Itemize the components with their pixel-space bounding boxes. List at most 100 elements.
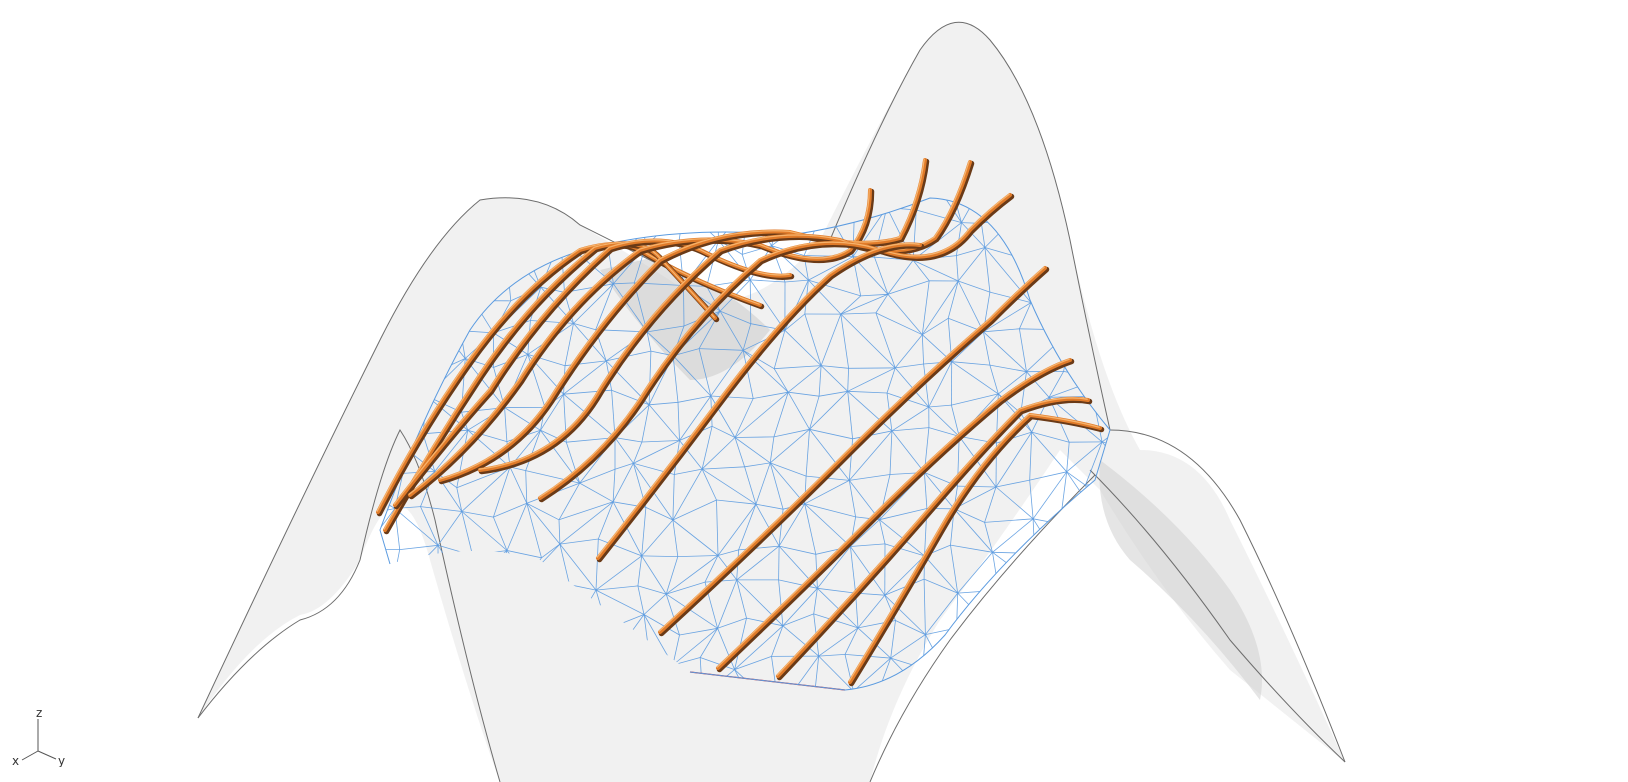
mesh-edge bbox=[380, 490, 396, 509]
mesh-edge bbox=[804, 503, 851, 547]
mesh-edge bbox=[1055, 554, 1072, 580]
mesh-edge bbox=[1049, 627, 1102, 635]
mesh-edge bbox=[983, 583, 1036, 621]
mesh-edge bbox=[734, 391, 789, 438]
mesh-edge bbox=[890, 620, 896, 659]
mesh-edge bbox=[699, 628, 718, 658]
mesh-edge bbox=[643, 593, 667, 615]
mesh-edge bbox=[809, 391, 848, 430]
mesh-edge bbox=[493, 466, 511, 518]
mesh-edge bbox=[672, 519, 679, 557]
mesh-edge bbox=[840, 293, 889, 315]
mesh-edge bbox=[742, 350, 754, 399]
mesh-edge bbox=[773, 428, 810, 438]
mesh-edge bbox=[958, 280, 991, 293]
mesh-edge bbox=[884, 594, 926, 635]
mesh-edge bbox=[1055, 554, 1087, 587]
mesh-edge bbox=[817, 546, 851, 589]
mesh-edge bbox=[701, 468, 757, 505]
mesh-edge bbox=[672, 348, 700, 357]
mesh-edge bbox=[983, 619, 1036, 654]
mesh-edge bbox=[363, 662, 368, 705]
mesh-edge bbox=[778, 579, 784, 626]
mesh-edge bbox=[1066, 471, 1086, 486]
mesh-edge bbox=[922, 668, 928, 690]
mesh-edge bbox=[717, 628, 735, 670]
mesh-edge bbox=[875, 312, 896, 369]
mesh-edge bbox=[464, 358, 505, 408]
mesh-edge bbox=[984, 518, 1034, 523]
rod-highlight bbox=[383, 241, 715, 530]
mesh-edge bbox=[753, 391, 789, 399]
mesh-edge bbox=[782, 613, 814, 627]
mesh-edge bbox=[891, 430, 925, 473]
mesh-edge bbox=[813, 656, 820, 690]
mesh-edge bbox=[983, 302, 1032, 333]
mesh-edge bbox=[1105, 662, 1110, 665]
mesh-edge bbox=[506, 550, 542, 559]
mesh-edge bbox=[773, 368, 789, 393]
mesh-edge bbox=[1105, 217, 1110, 253]
mesh-edge bbox=[1048, 396, 1103, 443]
mesh-edge bbox=[771, 625, 784, 657]
rod bbox=[596, 242, 922, 560]
mesh-edge bbox=[435, 185, 461, 187]
mesh-edge bbox=[716, 499, 756, 505]
mesh-edge bbox=[597, 501, 614, 540]
mesh-edge bbox=[924, 555, 958, 594]
rod bbox=[478, 160, 972, 472]
mesh-edge bbox=[665, 593, 718, 629]
mesh-edge bbox=[782, 588, 818, 627]
mesh-edge bbox=[840, 312, 876, 315]
mesh-edge bbox=[951, 361, 999, 395]
mesh-edge bbox=[1098, 333, 1110, 341]
mesh-edge bbox=[1029, 432, 1033, 481]
mesh-edge bbox=[1034, 553, 1036, 585]
mesh-edge bbox=[613, 282, 635, 285]
mesh-edge bbox=[1064, 198, 1107, 218]
rod bbox=[776, 396, 1090, 678]
mesh-edge bbox=[890, 634, 926, 659]
mesh-edge bbox=[789, 198, 825, 207]
mesh-edge bbox=[641, 519, 674, 557]
mesh-edge bbox=[927, 669, 945, 690]
mesh-edge bbox=[923, 578, 958, 594]
mesh-edge bbox=[809, 396, 820, 430]
mesh-edge bbox=[860, 293, 888, 297]
mesh-edge bbox=[891, 406, 930, 432]
mesh-edge bbox=[1070, 578, 1087, 587]
mesh-edge bbox=[818, 365, 822, 397]
mesh-edge bbox=[966, 700, 982, 701]
mesh-edge bbox=[1055, 554, 1097, 557]
mesh-edge bbox=[981, 668, 1000, 690]
mesh-edge bbox=[390, 619, 437, 660]
mesh-edge bbox=[363, 628, 365, 662]
rod bbox=[658, 266, 1047, 634]
mesh-edge bbox=[1130, 219, 1133, 253]
mesh-edge bbox=[808, 256, 854, 281]
mesh-edge bbox=[1101, 622, 1110, 635]
mesh-edge bbox=[784, 313, 806, 331]
mesh-edge bbox=[541, 543, 561, 559]
mesh-edge bbox=[779, 545, 816, 555]
mesh-edge bbox=[736, 579, 747, 619]
mesh-edge bbox=[665, 593, 680, 636]
mesh-edge bbox=[434, 429, 469, 472]
mesh-edge bbox=[734, 398, 754, 438]
mesh-edge bbox=[944, 668, 1000, 671]
mesh-edge bbox=[672, 634, 680, 666]
mesh-edge bbox=[394, 508, 439, 546]
mesh-edge bbox=[677, 555, 719, 557]
mesh-edge bbox=[358, 220, 359, 265]
mesh-edge bbox=[526, 503, 542, 558]
rod bbox=[848, 412, 1102, 684]
mesh-edge bbox=[818, 627, 859, 657]
mesh-edge bbox=[925, 592, 959, 635]
mesh-edge bbox=[600, 198, 603, 212]
mesh-edge bbox=[526, 502, 560, 521]
mesh-edge bbox=[818, 655, 854, 690]
mesh-edge bbox=[769, 436, 775, 463]
mesh-edge bbox=[349, 199, 358, 219]
